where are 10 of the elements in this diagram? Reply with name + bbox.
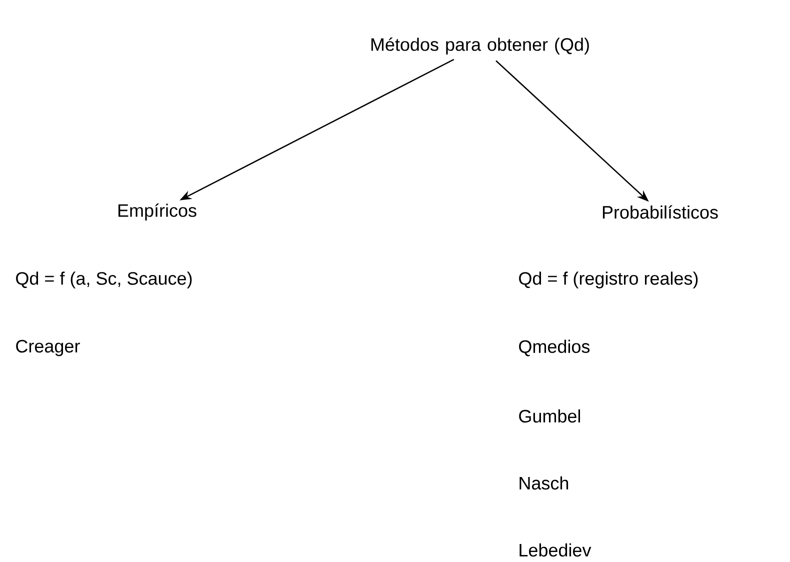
list-item: Qd = f (registro reales) — [519, 272, 698, 288]
heading-text: Métodos para obtener (Qd) — [371, 38, 589, 54]
list-item: Lebediev — [520, 543, 592, 557]
list-item: Nasch — [520, 476, 568, 490]
heading-text: Empíricos — [118, 204, 196, 220]
list-item: Qmedios — [519, 340, 590, 356]
list-item: Gumbel — [519, 409, 580, 423]
list-item: Creager — [16, 340, 80, 356]
heading-text: Probabilísticos — [602, 205, 718, 219]
list-item: Qd = f (a, Sc, Scauce) — [16, 272, 192, 288]
